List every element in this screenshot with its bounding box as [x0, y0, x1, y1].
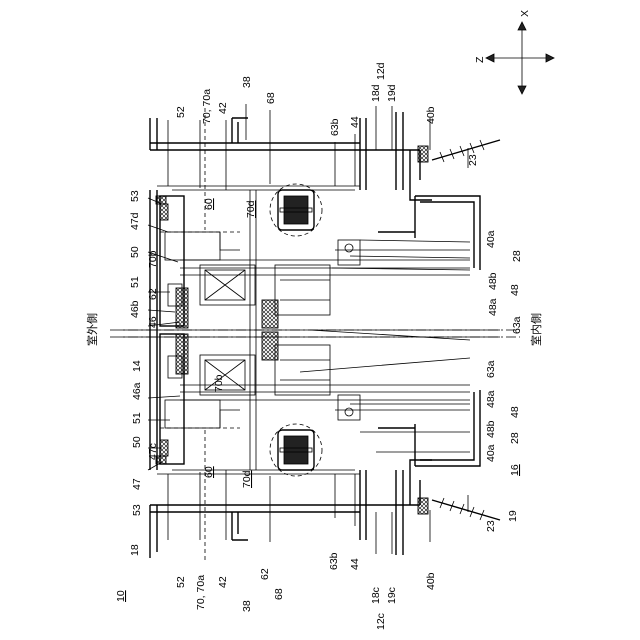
label-48a-top: 48a — [487, 298, 499, 316]
label-18d: 18d — [370, 84, 382, 102]
axis-z-label: Z — [474, 56, 486, 63]
label-19d: 19d — [386, 84, 398, 102]
label-70-70a-top: 70, 70a — [201, 89, 213, 124]
text-outdoor-side: 室外側 — [85, 313, 99, 346]
label-63b-bot: 63b — [328, 552, 340, 570]
label-70d-top: 70d — [245, 200, 257, 218]
label-23-top: 23 — [467, 154, 479, 166]
label-63a-top: 63a — [511, 316, 523, 334]
label-51-bot: 51 — [131, 412, 143, 424]
leader-lines — [148, 104, 470, 554]
label-38-bot: 38 — [241, 600, 253, 612]
label-19c: 19c — [386, 587, 398, 604]
label-42-top: 42 — [217, 102, 229, 114]
label-50-top: 50 — [129, 246, 141, 258]
label-38-top: 38 — [241, 76, 253, 88]
label-68-top: 68 — [265, 92, 277, 104]
label-40a-top: 40a — [485, 230, 497, 248]
label-63a-bot: 63a — [485, 360, 497, 378]
label-48-top: 48 — [509, 284, 521, 296]
label-46a: 46a — [131, 382, 143, 400]
label-44-bot: 44 — [349, 558, 361, 570]
axis-labels: X Z — [474, 10, 531, 63]
label-52-top: 52 — [175, 106, 187, 118]
label-48b-top: 48b — [487, 272, 499, 290]
label-60-top: 60 — [203, 198, 215, 210]
label-44-top: 44 — [349, 116, 361, 128]
label-50-bot: 50 — [131, 436, 143, 448]
axis-x-label: X — [519, 10, 531, 17]
label-70b-bot: 70b — [213, 374, 225, 392]
label-23-bot: 23 — [485, 520, 497, 532]
label-62-top: 62 — [147, 288, 159, 300]
label-28-bot: 28 — [509, 432, 521, 444]
label-53-top: 53 — [129, 190, 141, 202]
label-47: 47 — [131, 478, 143, 490]
label-48a-bot: 48a — [485, 390, 497, 408]
label-28-top: 28 — [511, 250, 523, 262]
label-14: 14 — [131, 360, 143, 372]
label-19: 19 — [507, 510, 519, 522]
label-16: 16 — [509, 464, 521, 476]
label-70-70a-bot: 70, 70a — [195, 575, 207, 610]
label-51-top: 51 — [129, 276, 141, 288]
figure-reference-10: 10 — [115, 590, 127, 602]
label-18: 18 — [129, 544, 141, 556]
label-47d: 47d — [129, 212, 141, 230]
label-12c: 12c — [375, 613, 387, 630]
label-40b-bot: 40b — [425, 572, 437, 590]
label-40a-bot: 40a — [485, 444, 497, 462]
label-46: 46 — [147, 316, 159, 328]
label-40b-top: 40b — [425, 106, 437, 124]
label-53-bot: 53 — [131, 504, 143, 516]
axis-indicator — [486, 22, 554, 94]
text-indoor-side: 室内側 — [529, 313, 543, 346]
label-60-bot: 60 — [203, 466, 215, 478]
label-62-bot: 62 — [259, 568, 271, 580]
label-47c: 47c — [147, 443, 159, 460]
label-18c: 18c — [370, 587, 382, 604]
label-68-bot: 68 — [273, 588, 285, 600]
label-52-bot: 52 — [175, 576, 187, 588]
label-46b: 46b — [129, 300, 141, 318]
label-48b-bot: 48b — [485, 420, 497, 438]
label-63b-top: 63b — [329, 118, 341, 136]
label-42-bot: 42 — [217, 576, 229, 588]
label-70b-top: 70b — [147, 250, 159, 268]
label-12d: 12d — [375, 62, 387, 80]
label-48-bot: 48 — [509, 406, 521, 418]
label-70d-bot: 70d — [241, 470, 253, 488]
